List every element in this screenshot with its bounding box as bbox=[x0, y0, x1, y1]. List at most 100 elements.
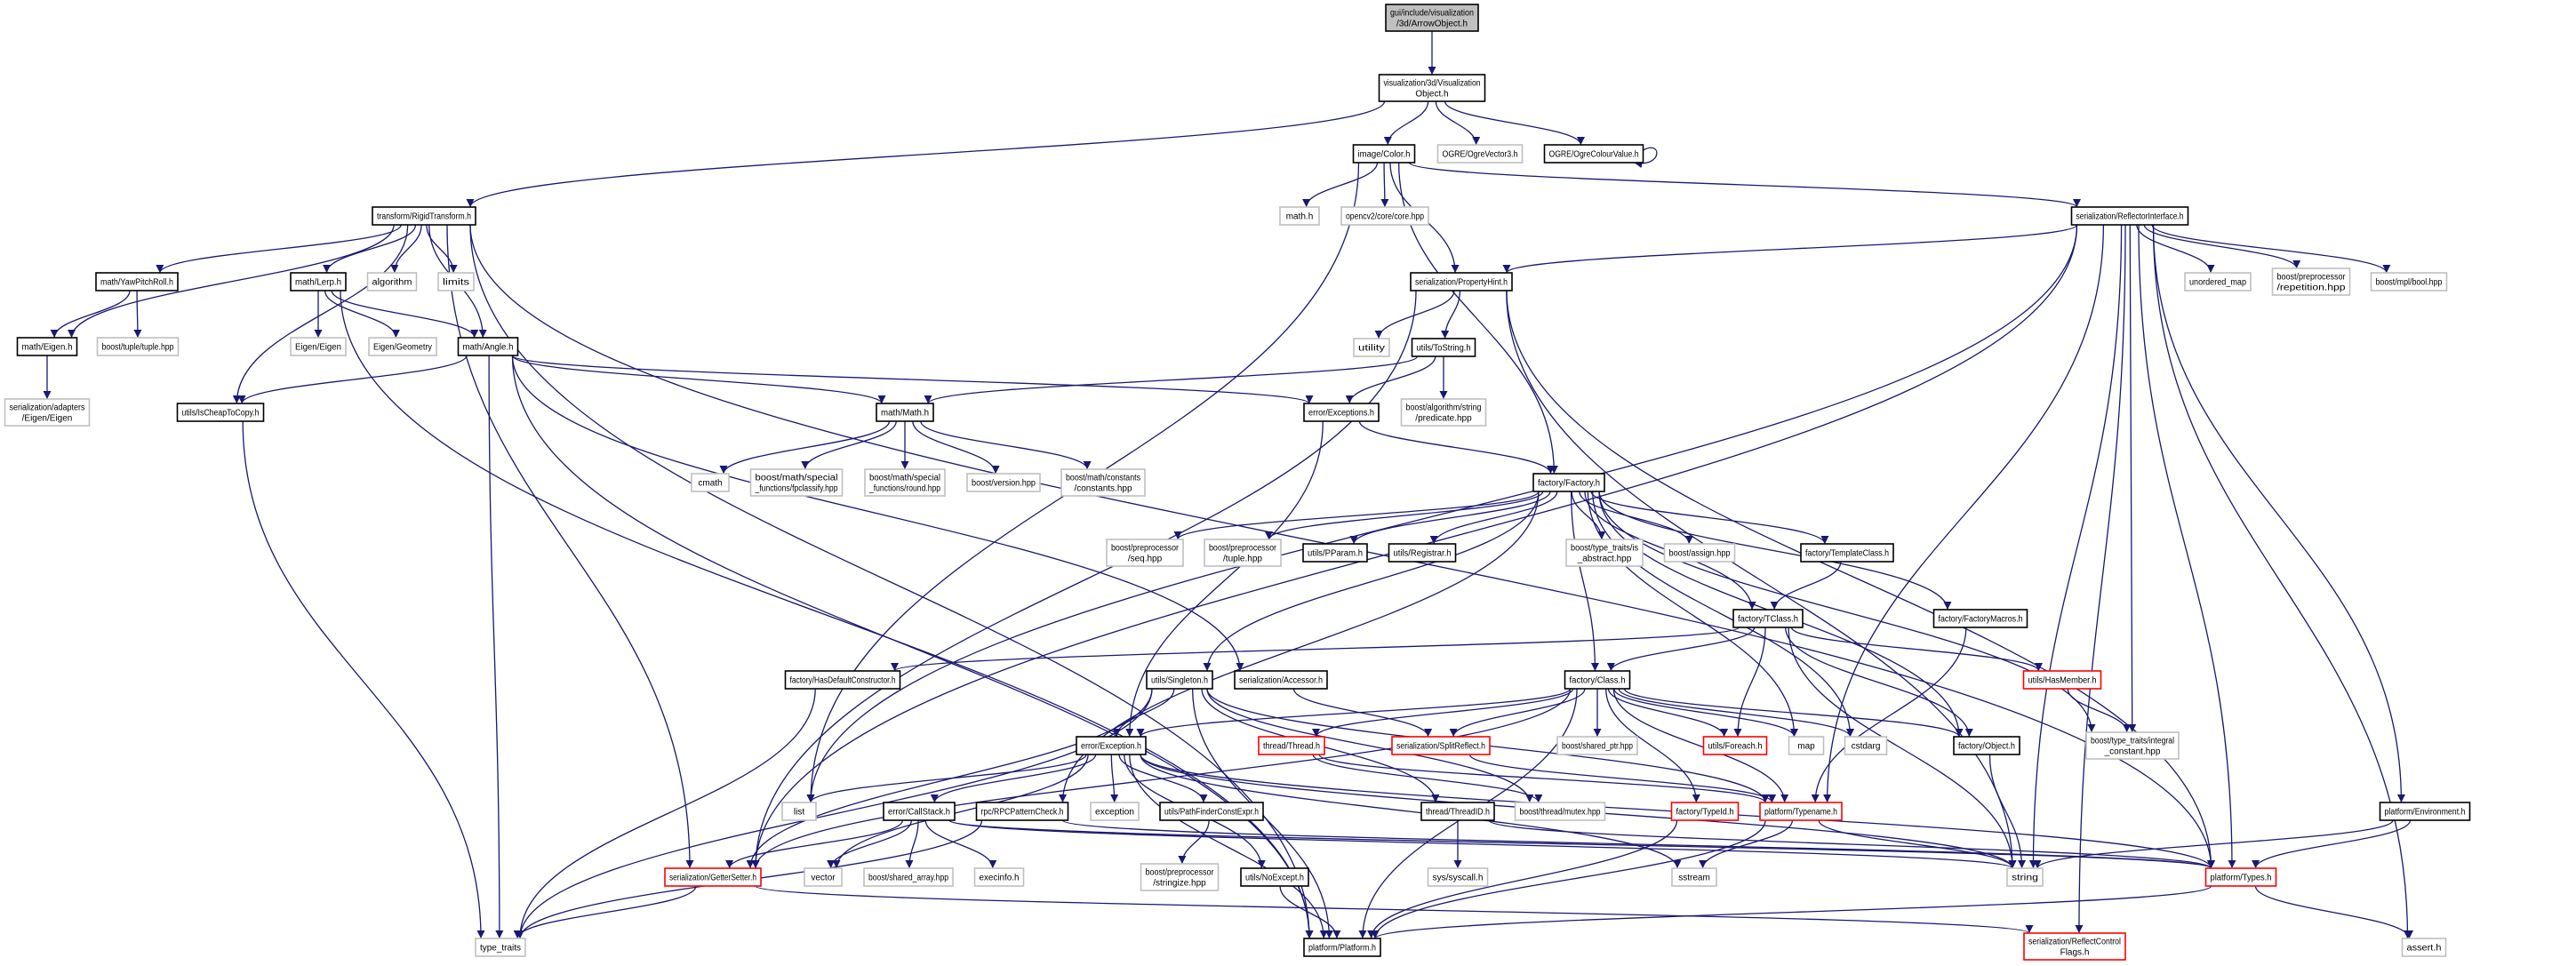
node-rigid[interactable]: transform/RigidTransform.h bbox=[372, 206, 476, 226]
node-constants[interactable]: boost/math/constants/constants.hpp bbox=[1060, 468, 1146, 497]
edge-environment-to-string bbox=[2033, 819, 2394, 869]
node-class[interactable]: factory/Class.h bbox=[1564, 670, 1631, 690]
node-box bbox=[1391, 736, 1491, 755]
node-noexcept[interactable]: utils/NoExcept.h bbox=[1240, 867, 1309, 887]
node-eigeneigen[interactable]: Eigen/Eigen bbox=[290, 337, 347, 356]
node-exception[interactable]: error/Exception.h bbox=[1076, 736, 1147, 755]
node-gettersetter[interactable]: serialization/GetterSetter.h bbox=[664, 867, 762, 887]
node-lerp[interactable]: math/Lerp.h bbox=[290, 272, 347, 291]
node-color[interactable]: image/Color.h bbox=[1352, 144, 1416, 164]
node-box bbox=[16, 337, 78, 356]
edge-factory-to-registrar bbox=[1429, 491, 1558, 545]
node-mutex[interactable]: boost/thread/mutex.hpp bbox=[1514, 802, 1606, 821]
node-ogrecol[interactable]: OGRE/OgreColourValue.h bbox=[1543, 144, 1644, 164]
node-cstdarg[interactable]: cstdarg bbox=[1844, 736, 1888, 755]
node-tclass[interactable]: factory/TClass.h bbox=[1732, 609, 1804, 628]
node-opencv[interactable]: opencv2/core/core.hpp bbox=[1340, 206, 1429, 226]
node-limits[interactable]: limits bbox=[437, 272, 475, 291]
node-foreach[interactable]: utils/Foreach.h bbox=[1702, 736, 1768, 755]
node-pathfinder[interactable]: utils/PathFinderConstExpr.h bbox=[1159, 802, 1264, 821]
edge-mathmath-to-fpclassify bbox=[801, 420, 897, 470]
node-label: error/Exception.h bbox=[1081, 742, 1141, 752]
node-typename[interactable]: platform/Typename.h bbox=[1759, 802, 1843, 821]
node-tuple[interactable]: boost/tuple/tuple.hpp bbox=[96, 337, 180, 356]
node-cheap[interactable]: utils/IsCheapToCopy.h bbox=[176, 403, 265, 422]
node-stdexception[interactable]: exception bbox=[1090, 802, 1140, 821]
node-execinfo[interactable]: execinfo.h bbox=[973, 867, 1025, 887]
node-ypr[interactable]: math/YawPitchRoll.h bbox=[95, 272, 179, 291]
node-fpclassify[interactable]: boost/math/special_functions/fpclassify.… bbox=[749, 468, 844, 497]
node-map[interactable]: map bbox=[1788, 736, 1825, 755]
node-reflector[interactable]: serialization/ReflectorInterface.h bbox=[2070, 206, 2189, 226]
node-prophint[interactable]: serialization/PropertyHint.h bbox=[1410, 272, 1513, 291]
node-mplbool[interactable]: boost/mpl/bool.hpp bbox=[2370, 272, 2448, 291]
node-singleton[interactable]: utils/Singleton.h bbox=[1146, 670, 1213, 690]
node-box bbox=[1670, 802, 1740, 821]
node-eigengeom[interactable]: Eigen/Geometry bbox=[368, 337, 437, 356]
node-ogrevec[interactable]: OGRE/OgreVector3.h bbox=[1436, 144, 1524, 164]
node-pparam[interactable]: utils/PParam.h bbox=[1302, 543, 1368, 563]
node-thread[interactable]: thread/Thread.h bbox=[1258, 736, 1325, 755]
node-object[interactable]: factory/Object.h bbox=[1953, 736, 2020, 755]
node-utility[interactable]: utility bbox=[1353, 338, 1390, 357]
node-mathh[interactable]: math.h bbox=[1279, 206, 1320, 226]
node-accessor[interactable]: serialization/Accessor.h bbox=[1234, 670, 1328, 690]
edge-callstack-to-vector bbox=[827, 819, 913, 869]
node-assign[interactable]: boost/assign.hpp bbox=[1663, 543, 1736, 563]
node-rpc[interactable]: rpc/RPCPatternCheck.h bbox=[975, 802, 1069, 821]
node-exceptions[interactable]: error/Exceptions.h bbox=[1303, 403, 1380, 422]
node-templateclass[interactable]: factory/TemplateClass.h bbox=[1800, 543, 1894, 563]
node-factorymacros[interactable]: factory/FactoryMacros.h bbox=[1932, 609, 2028, 628]
node-list[interactable]: list bbox=[781, 802, 817, 821]
edge-rpc-to-types bbox=[1061, 819, 2215, 869]
node-mathmath[interactable]: math/Math.h bbox=[876, 403, 934, 422]
node-box bbox=[749, 468, 844, 497]
node-isabstract[interactable]: boost/type_traits/is_abstract.hpp bbox=[1565, 539, 1644, 567]
node-typetraits[interactable]: type_traits bbox=[475, 938, 526, 957]
node-vector[interactable]: vector bbox=[804, 867, 843, 887]
node-registrar[interactable]: utils/Registrar.h bbox=[1388, 543, 1457, 563]
node-stringize[interactable]: boost/preprocessor/stringize.hpp bbox=[1140, 863, 1220, 891]
node-sharedarray[interactable]: boost/shared_array.hpp bbox=[863, 867, 954, 887]
node-tostring[interactable]: utils/ToString.h bbox=[1411, 338, 1476, 357]
node-adapters[interactable]: serialization/adapters/Eigen/Eigen bbox=[4, 398, 91, 427]
node-label: boost/version.hpp bbox=[972, 479, 1036, 489]
edge-class-to-exception bbox=[1136, 688, 1572, 738]
node-splitreflect[interactable]: serialization/SplitReflect.h bbox=[1391, 736, 1491, 755]
node-typeid[interactable]: factory/TypeId.h bbox=[1670, 802, 1740, 821]
node-matheigen[interactable]: math/Eigen.h bbox=[16, 337, 78, 356]
node-sharedptr[interactable]: boost/shared_ptr.hpp bbox=[1556, 736, 1638, 755]
node-predicate[interactable]: boost/algorithm/string/predicate.hpp bbox=[1400, 398, 1487, 427]
node-threadid[interactable]: thread/ThreadID.h bbox=[1420, 802, 1495, 821]
node-round[interactable]: boost/math/special_functions/round.hpp bbox=[864, 468, 946, 497]
node-cmath[interactable]: cmath bbox=[691, 473, 730, 492]
node-repetition[interactable]: boost/preprocessor/repetition.hpp bbox=[2271, 267, 2351, 296]
edge-lerp-to-eigengeom bbox=[324, 290, 400, 339]
node-pptuple[interactable]: boost/preprocessor/tuple.hpp bbox=[1204, 539, 1282, 567]
node-algorithm[interactable]: algorithm bbox=[366, 272, 418, 291]
node-label: boost/math/special bbox=[756, 474, 838, 483]
node-version[interactable]: boost/version.hpp bbox=[966, 473, 1041, 492]
edge-factory-to-cstdarg bbox=[1592, 491, 1854, 738]
node-string[interactable]: string bbox=[2006, 867, 2044, 887]
node-callstack[interactable]: error/CallStack.h bbox=[883, 802, 956, 821]
node-box bbox=[2379, 802, 2471, 821]
node-factory[interactable]: factory/Factory.h bbox=[1532, 473, 1605, 492]
node-environment[interactable]: platform/Environment.h bbox=[2379, 802, 2471, 821]
node-platform[interactable]: platform/Platform.h bbox=[1303, 938, 1381, 957]
node-types[interactable]: platform/Types.h bbox=[2204, 867, 2277, 887]
edge-reflector-to-repetition bbox=[2143, 224, 2301, 269]
node-syscall[interactable]: sys/syscall.h bbox=[1427, 867, 1489, 887]
node-hasdefault[interactable]: factory/HasDefaultConstructor.h bbox=[784, 670, 901, 690]
edge-class-to-object bbox=[1623, 688, 1964, 738]
node-sstream[interactable]: sstream bbox=[1671, 867, 1717, 887]
node-umap[interactable]: unordered_map bbox=[2184, 272, 2252, 291]
node-angle[interactable]: math/Angle.h bbox=[457, 337, 519, 356]
node-root[interactable]: gui/include/visualization/3d/ArrowObject… bbox=[1385, 4, 1479, 32]
node-integral[interactable]: boost/type_traits/integral_constant.hpp bbox=[2085, 731, 2180, 760]
node-hasmember[interactable]: utils/HasMember.h bbox=[2022, 670, 2102, 690]
node-assert[interactable]: assert.h bbox=[2401, 938, 2447, 957]
node-seq[interactable]: boost/preprocessor/seq.hpp bbox=[1106, 539, 1184, 567]
